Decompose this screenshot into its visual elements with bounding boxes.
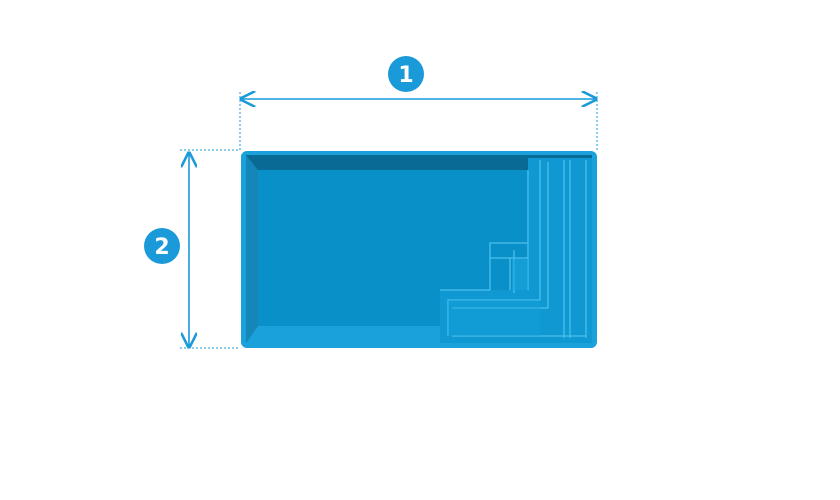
length-marker-label: 1 <box>398 63 413 88</box>
pool-left-wall <box>246 155 258 343</box>
pool-step-bench <box>448 300 540 336</box>
width-marker-label: 2 <box>154 235 169 260</box>
pool-bottom-wall <box>246 326 440 343</box>
pool-shape <box>241 151 597 348</box>
length-marker-badge <box>388 56 424 92</box>
pool-step-area <box>440 158 592 343</box>
width-marker-badge <box>144 228 180 264</box>
length-dimension: 1 <box>240 56 597 150</box>
width-dimension: 2 <box>144 149 240 348</box>
pool-top-wall <box>246 155 592 170</box>
pool-step-small <box>512 259 528 290</box>
pool-basin <box>258 170 528 326</box>
